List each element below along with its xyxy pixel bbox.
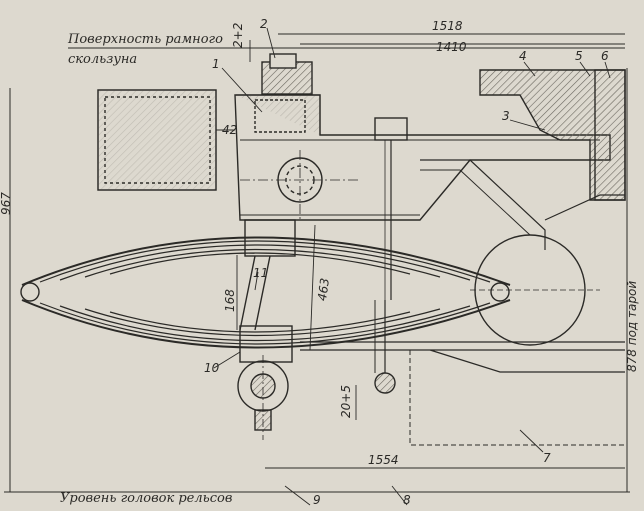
part-1: 1	[212, 57, 220, 71]
part-6: 6	[601, 49, 609, 63]
dim-168-label: 168	[223, 289, 237, 312]
part-11: 11	[253, 266, 269, 280]
dim-1554-label: 1554	[368, 453, 399, 467]
part-9: 9	[313, 493, 321, 507]
dim-42-label: 42	[222, 123, 238, 137]
leaf-spring-upper	[21, 236, 511, 286]
part-5: 5	[575, 49, 583, 63]
part-3: 3	[502, 109, 510, 123]
part-8: 8	[403, 493, 411, 507]
spring-eye-right	[490, 282, 510, 302]
part-7: 7	[543, 451, 551, 465]
top-bolt	[374, 117, 408, 141]
dim-20-5-label: 20+5	[339, 385, 353, 418]
link-rod	[239, 255, 271, 331]
spring-eye-left	[20, 282, 40, 302]
frame-surface-label: Поверхность рамного	[68, 32, 223, 47]
dim-2-2-label: 2+2	[231, 22, 245, 48]
part-2: 2	[260, 17, 268, 31]
lower-beam-7	[300, 341, 625, 373]
rail-level-label: Уровень головок рельсов	[60, 491, 233, 506]
part-10: 10	[204, 361, 220, 375]
dim-967-label: 967	[0, 192, 13, 215]
dim-463-label: 463	[315, 277, 333, 302]
leaf-spring-lower	[21, 299, 511, 349]
lower-clamp	[239, 325, 293, 363]
dim-1410-label: 1410	[436, 40, 467, 54]
dim-1518-label: 1518	[432, 19, 463, 33]
part-4: 4	[519, 49, 527, 63]
axle-8	[374, 372, 396, 394]
frame-surface-label-2: скользуна	[68, 52, 138, 67]
dim-878-label: 878 под тарой	[625, 280, 639, 372]
